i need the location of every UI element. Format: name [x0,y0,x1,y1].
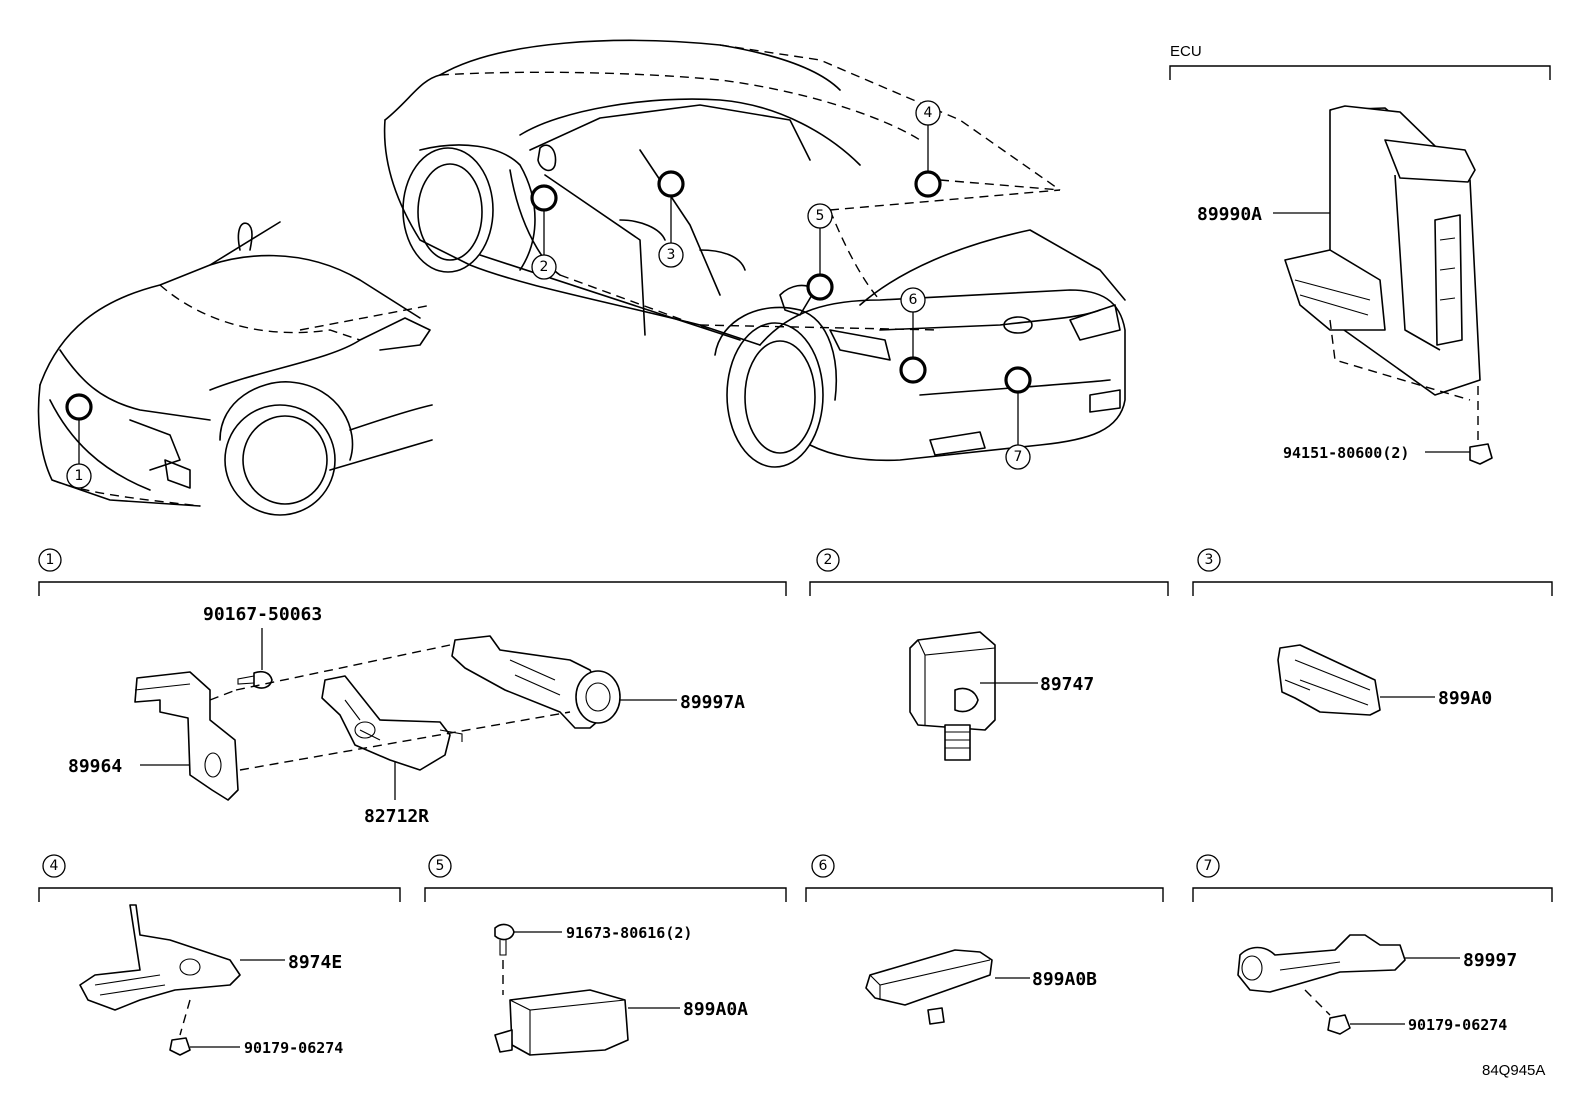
callout-7: 7 [1005,444,1031,470]
svg-text:1: 1 [75,468,84,484]
part-number-94151-80600: 94151-80600(2) [1283,444,1409,462]
callout-2: 2 [531,254,557,280]
section-6-callout: 6 [811,854,835,878]
svg-text:5: 5 [816,208,825,224]
section-1: 1 90167-50063 89964 82712R 89997A [38,548,787,827]
svg-text:7: 7 [1204,858,1213,874]
section-5-callout: 5 [428,854,452,878]
front-car-illustration [37,221,433,516]
ecu-unit-drawing [1284,105,1481,440]
rear-car-illustration [383,39,1126,468]
svg-text:5: 5 [436,858,445,874]
part-number-89997: 89997 [1463,950,1517,971]
sensor-location-1 [65,393,93,421]
section-3: 3 899A0 [1192,548,1553,716]
callout-6: 6 [900,287,926,313]
part-number-899A0: 899A0 [1438,688,1492,709]
section-6: 6 899A0B [805,854,1164,1025]
section-7-callout: 7 [1196,854,1220,878]
part-number-82712R: 82712R [364,806,429,827]
svg-text:4: 4 [50,858,59,874]
section-4: 4 8974E 90179-06274 [38,854,401,1057]
sensor-location-5 [806,273,834,301]
part-number-91673-80616: 91673-80616(2) [566,924,692,942]
svg-text:6: 6 [819,858,828,874]
svg-text:2: 2 [540,259,549,275]
section-3-callout: 3 [1197,548,1221,572]
section-7-bracket [1192,887,1553,902]
part-number-90179-06274-b: 90179-06274 [1408,1016,1507,1034]
sensor-location-3 [657,170,685,198]
part-number-90167-50063: 90167-50063 [203,604,322,625]
section-6-bracket [805,887,1164,902]
part-number-8974E: 8974E [288,952,342,973]
svg-text:7: 7 [1014,449,1023,465]
section-1-callout: 1 [38,548,62,572]
callout-3: 3 [658,242,684,268]
section-2-bracket [809,581,1169,596]
part-number-89964: 89964 [68,756,122,777]
ecu-section-bracket [1169,65,1551,80]
part-number-899A0B: 899A0B [1032,969,1097,990]
ecu-section: ECU 89990A 94151-80600(2) [1169,43,1551,465]
ecu-section-label: ECU [1170,43,1202,60]
part-number-89747: 89747 [1040,674,1094,695]
part-number-899A0A: 899A0A [683,999,748,1020]
svg-text:3: 3 [1205,552,1214,568]
ecu-screw-drawing [1469,443,1493,465]
part-number-89990A: 89990A [1197,204,1262,225]
section-2-callout: 2 [816,548,840,572]
svg-text:2: 2 [824,552,833,568]
vehicle-callouts: 1 2 3 4 5 6 7 [66,100,1031,489]
diagram-reference-code: 84Q945A [1482,1062,1545,1079]
svg-text:6: 6 [909,292,918,308]
section-4-callout: 4 [42,854,66,878]
part-number-90179-06274-a: 90179-06274 [244,1039,343,1057]
callout-4: 4 [915,100,941,126]
sensor-location-4 [914,170,942,198]
callout-5: 5 [807,203,833,229]
svg-text:3: 3 [667,247,676,263]
section-4-bracket [38,887,401,902]
sensor-location-7 [1004,366,1032,394]
section-5-bracket [424,887,787,902]
sensor-location-6 [899,356,927,384]
svg-text:4: 4 [924,105,933,121]
section-2: 2 89747 [809,548,1169,761]
part-number-89997A: 89997A [680,692,745,713]
callout-1: 1 [66,463,92,489]
section-1-bracket [38,581,787,596]
section-3-bracket [1192,581,1553,596]
sensor-location-2 [530,184,558,212]
svg-text:1: 1 [46,552,55,568]
section-5: 5 91673-80616(2) 899A0A [424,854,787,1056]
section-7: 7 89997 90179-06274 [1192,854,1553,1035]
